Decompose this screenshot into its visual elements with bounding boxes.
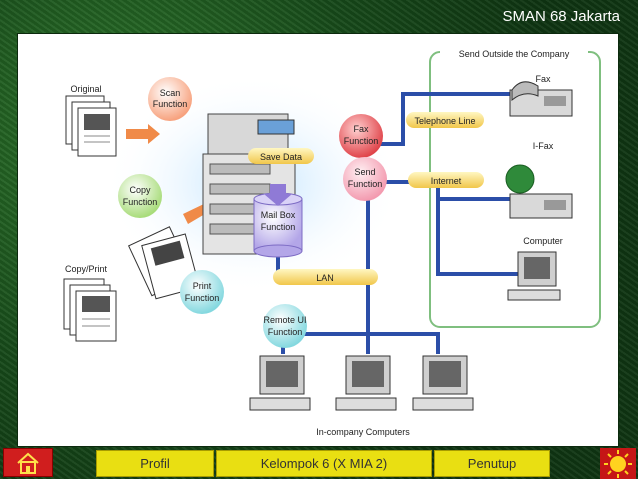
copy-print-documents: Copy/Print xyxy=(63,264,117,342)
fax-function-bubble: Fax Function xyxy=(339,114,383,158)
network-diagram: Send Outside the Company Original Copy/P… xyxy=(63,46,601,437)
original-label: Original xyxy=(70,84,101,94)
remote-ui-label-1: Remote UI xyxy=(263,315,306,325)
original-documents: Original xyxy=(65,84,117,157)
home-button[interactable] xyxy=(3,448,53,477)
svg-text:LAN: LAN xyxy=(316,273,334,283)
send-function-label-1: Send xyxy=(354,167,375,177)
remote-ui-label-2: Function xyxy=(268,327,303,337)
svg-text:Fax: Fax xyxy=(535,74,551,84)
outside-computer: Computer xyxy=(507,236,563,301)
save-arrow xyxy=(264,184,292,206)
mail-box-cylinder: Mail Box Function xyxy=(253,192,303,258)
print-label-1: Print xyxy=(193,281,212,291)
lan-pill: LAN xyxy=(273,269,378,285)
svg-text:I-Fax: I-Fax xyxy=(533,141,554,151)
copy-label-2: Function xyxy=(123,197,158,207)
in-company-computer-3 xyxy=(412,355,474,411)
send-function-bubble: Send Function xyxy=(343,157,387,201)
sun-button[interactable] xyxy=(600,448,636,479)
in-company-computer-1 xyxy=(249,355,311,411)
send-function-label-2: Function xyxy=(348,179,383,189)
in-company-label: In-company Computers xyxy=(316,427,410,437)
print-function-bubble: Print Function xyxy=(180,270,224,314)
profil-button[interactable]: Profil xyxy=(96,450,214,477)
in-company-computer-2 xyxy=(335,355,397,411)
scan-function-bubble: Scan Function xyxy=(148,77,192,121)
fax-machine: Fax xyxy=(509,74,573,117)
fax-function-label-1: Fax xyxy=(353,124,369,134)
telephone-line-pill: Telephone Line xyxy=(406,112,484,128)
mail-box-label-1: Mail Box xyxy=(261,210,296,220)
copy-print-label: Copy/Print xyxy=(65,264,108,274)
kelompok-button[interactable]: Kelompok 6 (X MIA 2) xyxy=(216,450,432,477)
scan-label-1: Scan xyxy=(160,88,181,98)
ifax-machine: I-Fax xyxy=(505,141,573,219)
print-label-2: Function xyxy=(185,293,220,303)
scan-arrow xyxy=(126,124,160,144)
scan-label-2: Function xyxy=(153,99,188,109)
save-data-pill: Save Data xyxy=(248,148,314,164)
mail-box-label-2: Function xyxy=(261,222,296,232)
copy-function-bubble: Copy Function xyxy=(118,174,162,218)
slide-title: SMAN 68 Jakarta xyxy=(502,8,620,25)
diagram-canvas: Send Outside the Company Original Copy/P… xyxy=(17,33,619,447)
svg-text:Internet: Internet xyxy=(431,176,462,186)
svg-text:Computer: Computer xyxy=(523,236,563,246)
fax-function-label-2: Function xyxy=(344,136,379,146)
home-icon xyxy=(17,452,39,474)
penutup-button[interactable]: Penutup xyxy=(434,450,550,477)
svg-text:Save Data: Save Data xyxy=(260,152,302,162)
remote-ui-bubble: Remote UI Function xyxy=(263,304,307,348)
internet-pill: Internet xyxy=(408,172,484,188)
sun-icon xyxy=(604,450,632,478)
copy-label-1: Copy xyxy=(129,185,151,195)
send-outside-label: Send Outside the Company xyxy=(459,49,570,59)
svg-text:Telephone Line: Telephone Line xyxy=(414,116,475,126)
